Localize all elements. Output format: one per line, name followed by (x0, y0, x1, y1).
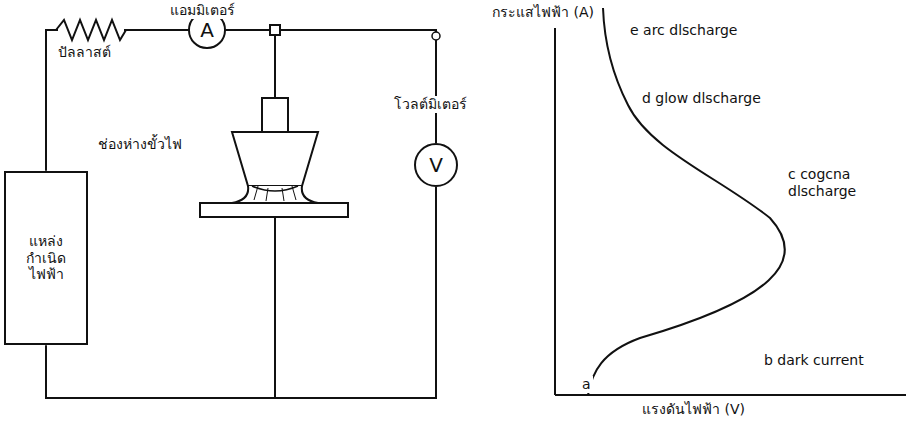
junction (270, 25, 280, 35)
node-text: A (200, 18, 214, 42)
voltmeter-symbol: V (414, 143, 458, 187)
discharge-curve (588, 8, 785, 395)
electrode-torch (232, 98, 318, 203)
resistor-symbol (56, 20, 126, 40)
part-label: โวลต์มิเตอร์ (392, 96, 469, 113)
part-label: ช่องห่างขั้วไฟ (96, 136, 184, 153)
node-text: แหล่งกำเนิดไฟฟ้า (14, 233, 78, 283)
return-wire (274, 217, 276, 398)
graph-axes (555, 28, 906, 395)
axis-label: กระแสไฟฟ้า (A) (490, 4, 596, 21)
part-label: ปัลลาสต์ (56, 44, 113, 61)
curve-label: c cogcna dlscharge (786, 166, 900, 200)
curve-point: a (580, 376, 593, 393)
part-label: แอมมิเตอร์ (168, 2, 237, 19)
power-source-box: แหล่งกำเนิดไฟฟ้า (4, 171, 88, 345)
curve-label: d glow dlscharge (640, 90, 763, 107)
electrode-wire (274, 35, 276, 98)
curve-label: e arc dlscharge (628, 22, 739, 39)
wire (226, 30, 436, 143)
terminal (432, 32, 440, 40)
axis-label: แรงดันไฟฟ้า (V) (640, 401, 747, 418)
workpiece-plate (200, 203, 348, 217)
node-text: V (429, 153, 443, 177)
wire (46, 30, 188, 171)
curve-label: b dark current (762, 352, 866, 369)
wire (46, 187, 436, 398)
